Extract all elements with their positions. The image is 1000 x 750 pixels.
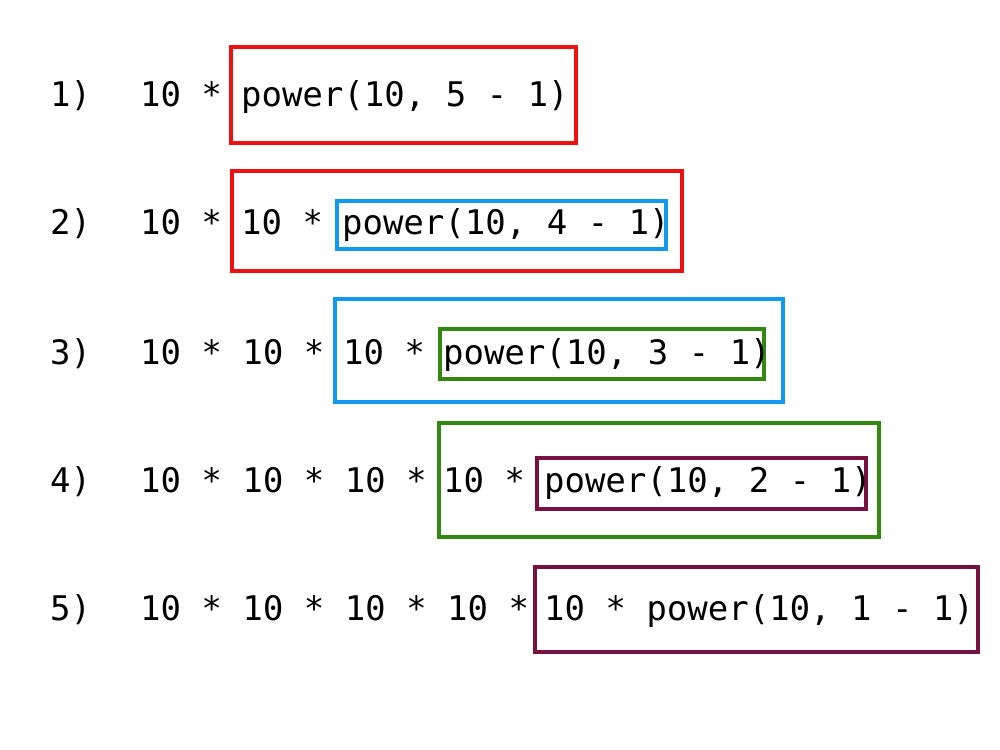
- row-4-factor: 10 *: [443, 461, 546, 501]
- row-3-call: power(10, 3 - 1): [443, 333, 771, 373]
- row-2-outer-box: [230, 169, 684, 273]
- row-3-prefix: 10 * 10 *: [140, 333, 345, 373]
- row-5-label: 5): [50, 589, 91, 629]
- row-1-label: 1): [50, 75, 91, 115]
- row-3-factor: 10 *: [343, 333, 446, 373]
- row-2-label: 2): [50, 203, 91, 243]
- row-3-label: 3): [50, 333, 91, 373]
- row-2-prefix: 10 *: [140, 203, 243, 243]
- row-5-prefix: 10 * 10 * 10 * 10 *: [140, 589, 550, 629]
- row-2-call: power(10, 4 - 1): [342, 203, 670, 243]
- row-1-call: power(10, 5 - 1): [241, 75, 569, 115]
- row-4-label: 4): [50, 461, 91, 501]
- row-3-inner-box: [438, 327, 766, 381]
- row-1-prefix: 10 *: [140, 75, 243, 115]
- row-5-call: 10 * power(10, 1 - 1): [544, 589, 974, 629]
- row-4-inner-box: [535, 456, 868, 511]
- row-1-box: [229, 45, 578, 145]
- row-4-outer-box: [437, 421, 881, 539]
- row-4-call: power(10, 2 - 1): [544, 461, 872, 501]
- row-3-outer-box: [333, 297, 785, 404]
- row-2-factor: 10 *: [241, 203, 344, 243]
- row-2-inner-box: [335, 199, 668, 251]
- row-5-box: [533, 565, 980, 654]
- row-4-prefix: 10 * 10 * 10 *: [140, 461, 448, 501]
